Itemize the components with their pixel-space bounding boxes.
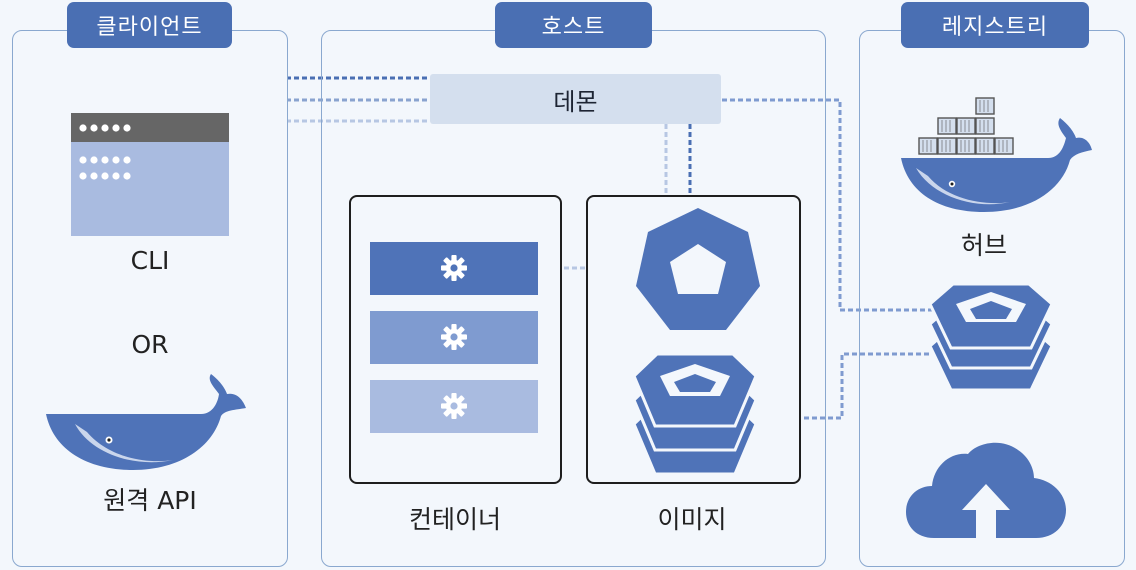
host-title: 호스트 xyxy=(495,2,652,48)
images-label: 이미지 xyxy=(657,505,727,534)
cli-window-icon xyxy=(71,113,229,236)
gear-icon xyxy=(441,255,467,281)
cli-label: CLI xyxy=(130,245,170,275)
heptagon-icon xyxy=(636,208,760,330)
registry-title: 레지스트리 xyxy=(901,2,1089,48)
gear-icon xyxy=(441,393,467,419)
client-title: 클라이언트 xyxy=(67,2,232,48)
image-registry-link xyxy=(764,352,932,420)
containers-label: 컨테이너 xyxy=(408,505,501,534)
image-layers-icon xyxy=(632,352,758,476)
container-1 xyxy=(370,242,538,295)
docker-whale-icon xyxy=(46,374,246,470)
or-label: OR xyxy=(131,329,169,359)
remote-api-label: 원격 API xyxy=(103,486,197,515)
image-layers-icon xyxy=(928,282,1054,392)
hub-label: 허브 xyxy=(960,231,1007,260)
cloud-upload-icon xyxy=(906,442,1066,538)
daemon-registry-link xyxy=(722,98,932,312)
gear-icon xyxy=(441,324,467,350)
docker-hub-whale-icon xyxy=(901,97,1092,212)
daemon-box: 데몬 xyxy=(430,74,721,124)
container-2 xyxy=(370,311,538,364)
container-3 xyxy=(370,380,538,433)
